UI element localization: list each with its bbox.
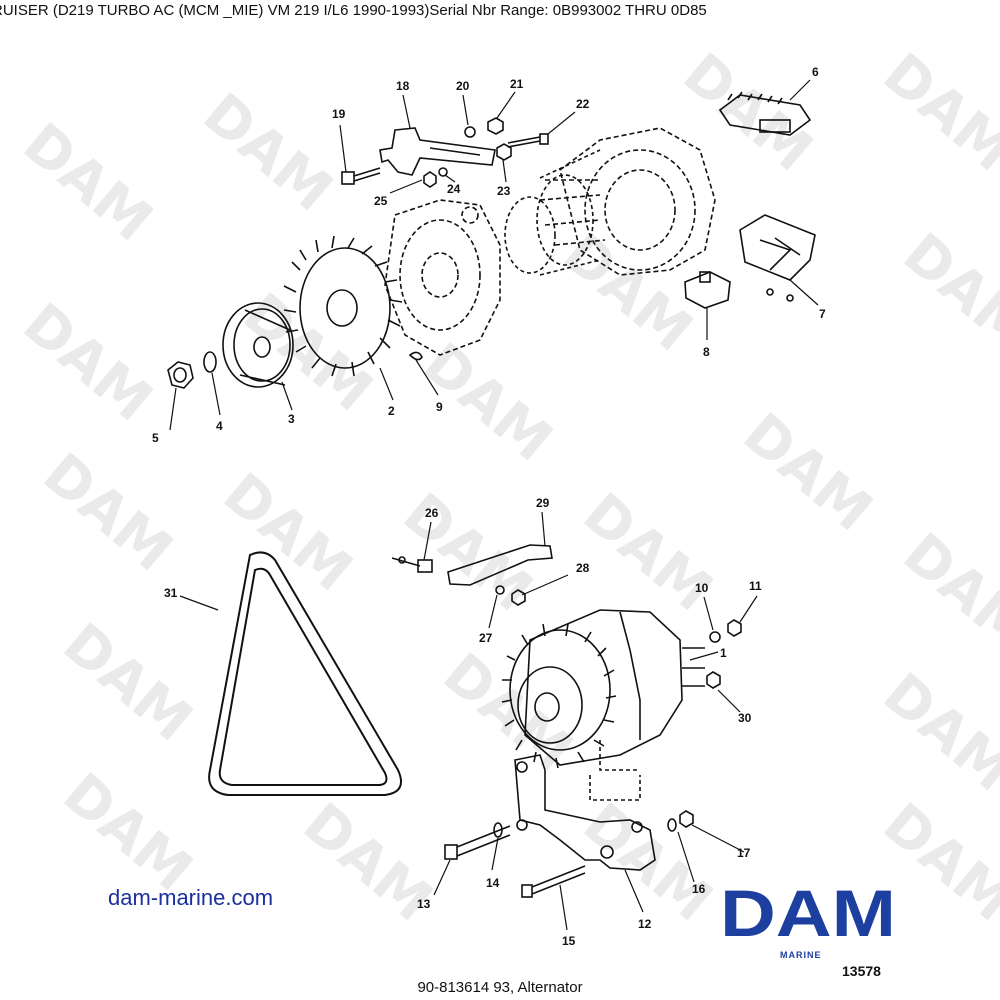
watermark: DAM	[231, 281, 384, 424]
callout-2: 2	[388, 404, 395, 418]
callout-24: 24	[447, 182, 461, 196]
pulley-nut	[167, 361, 194, 389]
washer	[493, 822, 503, 838]
watermark: DAM	[891, 221, 1000, 364]
watermark: DAM	[51, 611, 204, 754]
nut	[727, 619, 742, 637]
watermark: DAM	[191, 81, 344, 224]
drive-belt	[179, 551, 402, 796]
callout-5: 5	[152, 431, 159, 445]
washer	[495, 585, 505, 595]
leader-lines-top	[169, 79, 819, 431]
nut	[679, 810, 694, 828]
fan	[283, 235, 403, 377]
callout-1: 1	[720, 646, 727, 660]
front-housing	[384, 199, 501, 356]
logo-text: DAM	[720, 876, 896, 946]
watermark: DAM	[891, 521, 1000, 664]
callout-23: 23	[497, 184, 511, 198]
watermark: DAM	[31, 441, 184, 584]
callout-22: 22	[576, 97, 590, 111]
callout-9: 9	[436, 400, 443, 414]
diagram-number: 13578	[842, 963, 881, 979]
callout-25: 25	[374, 194, 388, 208]
callout-11: 11	[749, 579, 762, 593]
alternator	[501, 609, 705, 801]
callout-28: 28	[576, 561, 590, 575]
watermark: DAM	[671, 41, 824, 184]
stud-bolt	[507, 133, 549, 148]
page-title: RUISER (D219 TURBO AC (MCM _MIE) VM 219 …	[0, 2, 707, 19]
callout-20: 20	[456, 79, 470, 93]
callout-15: 15	[562, 934, 576, 948]
woodruff-key	[408, 351, 423, 361]
nut	[423, 171, 437, 188]
callout-17: 17	[737, 846, 751, 860]
callout-21: 21	[510, 77, 524, 91]
diode-trio	[684, 271, 731, 309]
callout-26: 26	[425, 506, 439, 520]
callout-13: 13	[417, 897, 431, 911]
watermark: DAM	[291, 791, 444, 934]
callout-4: 4	[216, 419, 223, 433]
watermark: DAM	[731, 401, 884, 544]
washer	[438, 167, 448, 177]
callout-labels: 5 4 3 2 9 6 7 8 18 19 20 21 22 25 24 23 …	[152, 65, 826, 948]
callout-3: 3	[288, 412, 295, 426]
washer	[464, 126, 476, 138]
callout-10: 10	[695, 581, 709, 595]
bracket-bolt	[341, 167, 381, 185]
callout-7: 7	[819, 307, 826, 321]
callout-30: 30	[738, 711, 752, 725]
tension-bolt	[391, 556, 433, 573]
callout-18: 18	[396, 79, 410, 93]
callout-6: 6	[812, 65, 819, 79]
callout-31: 31	[164, 586, 178, 600]
diagram-caption: 90-813614 93, Alternator	[417, 979, 583, 996]
pivot-bolt	[521, 865, 586, 898]
callout-19: 19	[332, 107, 346, 121]
rear-housing	[539, 127, 716, 276]
callout-8: 8	[703, 345, 710, 359]
alternator-exploded-view	[167, 79, 819, 931]
watermark: DAM	[51, 761, 204, 904]
nut	[487, 117, 504, 135]
stator	[504, 149, 601, 276]
washer	[709, 631, 721, 643]
logo-subtext: MARINE	[780, 950, 822, 960]
watermark: DAM	[871, 41, 1000, 184]
watermark: DAM	[571, 481, 724, 624]
nut	[706, 671, 721, 689]
voltage-regulator	[739, 214, 816, 302]
washer	[667, 818, 677, 832]
watermark: DAM	[11, 291, 164, 434]
pulley	[222, 302, 294, 388]
watermark: DAM	[871, 661, 1000, 804]
leader-lines-bottom	[423, 511, 758, 931]
dam-logo: DAM	[720, 876, 896, 946]
adjusting-bracket	[379, 127, 496, 176]
rectifier-assembly	[718, 91, 812, 136]
mounting-bolt	[444, 825, 511, 860]
adjusting-strap	[447, 544, 553, 586]
callout-14: 14	[486, 876, 500, 890]
nut	[511, 589, 526, 606]
watermark: DAM	[11, 111, 164, 254]
watermark: DAM	[431, 641, 584, 784]
callout-12: 12	[638, 917, 652, 931]
callout-27: 27	[479, 631, 493, 645]
nut	[496, 143, 512, 161]
website-link[interactable]: dam-marine.com	[108, 885, 274, 910]
mounting-bracket	[514, 754, 656, 871]
lock-washer	[203, 351, 217, 373]
watermark: DAM	[571, 791, 724, 934]
callout-29: 29	[536, 496, 550, 510]
callout-16: 16	[692, 882, 706, 896]
